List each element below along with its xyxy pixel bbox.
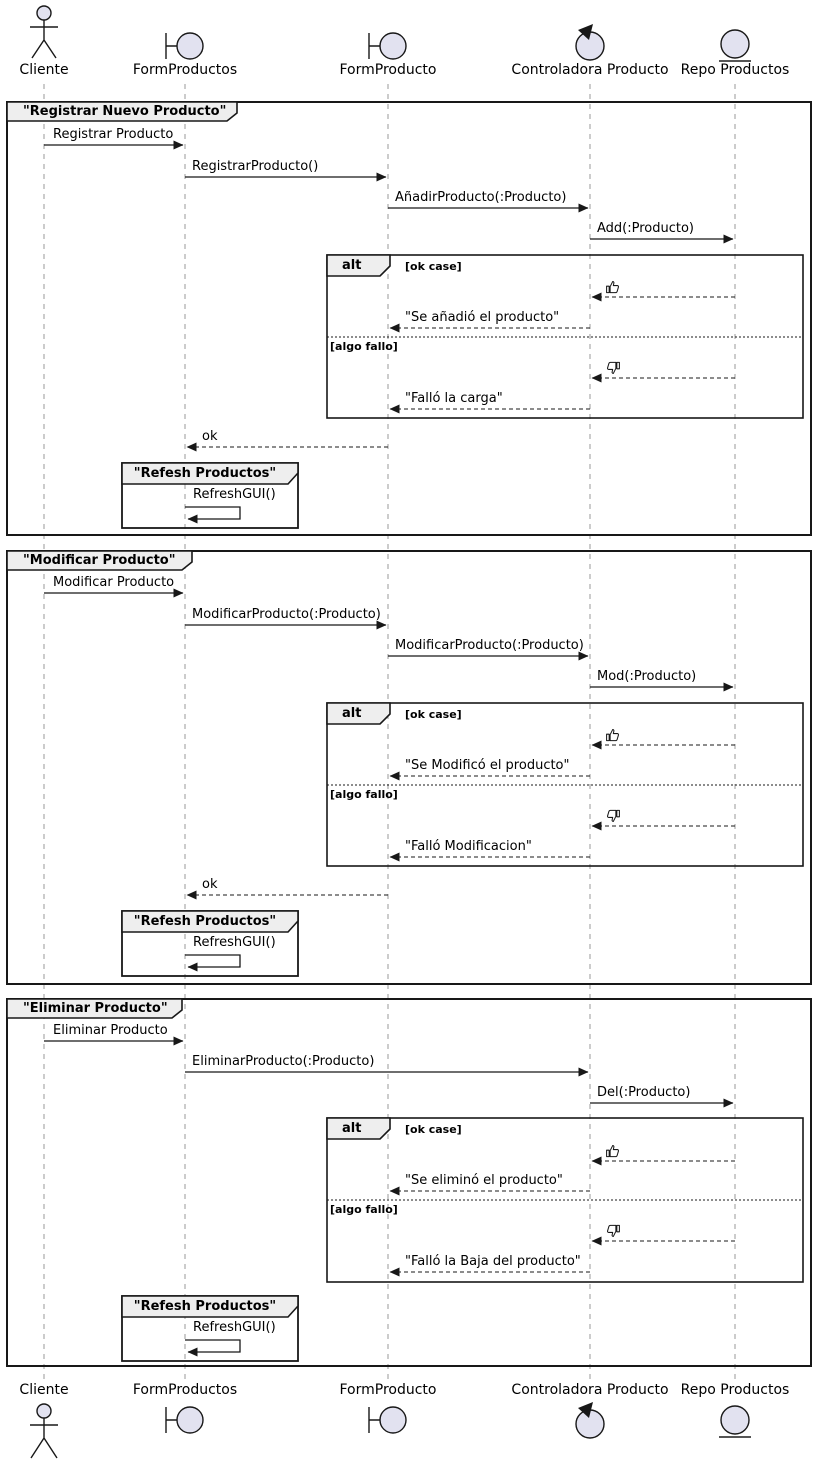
message-label: ModificarProducto(:Producto) [192, 607, 381, 622]
entity-icon [719, 1405, 751, 1438]
thumbs-down-icon [606, 361, 620, 374]
participant-label-formproducto: FormProducto [339, 1382, 437, 1398]
message-label: Eliminar Producto [53, 1023, 168, 1038]
participant-label-formproducto: FormProducto [339, 62, 437, 78]
reply-arrows [389, 1156, 735, 1196]
reply-arrows [186, 373, 735, 452]
participant-label-cliente: Cliente [19, 62, 69, 78]
refresh-frame-title: "Refesh Productos" [133, 466, 277, 481]
thumbs-down-icon [606, 809, 620, 822]
message-label: Modificar Producto [53, 575, 175, 590]
self-message-label: RefreshGUI() [193, 1320, 276, 1335]
participant-label-controladora: Controladora Producto [511, 62, 669, 78]
lifelines [43, 84, 736, 1381]
message-label: Del(:Producto) [597, 1085, 691, 1100]
alt-operator-tab [326, 1117, 391, 1140]
guard-label: [algo fallo] [330, 788, 398, 801]
boundary-icon [368, 1406, 407, 1434]
alt-operator-label: alt [342, 706, 362, 721]
refresh-title-tab [121, 910, 299, 933]
participant-label-repo: Repo Productos [680, 1382, 790, 1398]
actor-icon [30, 1403, 58, 1459]
frame-modificar [6, 550, 812, 985]
reply-label: "Se añadió el producto" [405, 310, 560, 325]
reply-arrows [186, 821, 735, 900]
message-label: RegistrarProducto() [192, 159, 319, 174]
reply-label: "Se eliminó el producto" [405, 1173, 563, 1188]
self-message-arrow [185, 954, 241, 972]
thumbs-up-icon [606, 1145, 620, 1158]
boundary-icon [165, 1406, 204, 1434]
alt-operator-label: alt [342, 1121, 362, 1136]
message-label: ModificarProducto(:Producto) [395, 638, 584, 653]
participant-label-formproductos: FormProductos [132, 62, 238, 78]
reply-label: "Falló la carga" [405, 391, 503, 406]
participant-label-cliente: Cliente [19, 1382, 69, 1398]
message-label: Add(:Producto) [597, 221, 695, 236]
thumbs-up-icon [606, 729, 620, 742]
reply-arrows [389, 740, 735, 781]
message-label: EliminarProducto(:Producto) [192, 1054, 375, 1069]
boundary-icon [165, 32, 204, 60]
frame-title: "Eliminar Producto" [23, 1001, 168, 1016]
guard-label: [ok case] [405, 260, 462, 273]
refresh-title-tab [121, 462, 299, 485]
alt-operator-tab [326, 254, 391, 277]
reply-label: "Falló la Baja del producto" [405, 1254, 581, 1269]
participant-label-formproductos: FormProductos [132, 1382, 238, 1398]
reply-arrows [389, 1236, 735, 1277]
message-arrows [44, 140, 734, 244]
alt-operator-tab [326, 702, 391, 725]
entity-icon [719, 29, 751, 62]
frame-title-tab [6, 550, 193, 571]
participant-label-repo: Repo Productos [680, 62, 790, 78]
frame-title: "Modificar Producto" [23, 553, 176, 568]
frame-title: "Registrar Nuevo Producto" [23, 104, 227, 119]
guard-label: [algo fallo] [330, 340, 398, 353]
message-arrows [44, 1036, 734, 1108]
control-icon [575, 24, 605, 61]
frame-title-tab [6, 998, 183, 1019]
participant-label-controladora: Controladora Producto [511, 1382, 669, 1398]
reply-label: ok [202, 877, 218, 892]
self-message-arrow [185, 506, 241, 524]
frame-registrar [6, 101, 812, 536]
self-message-arrow [185, 1339, 241, 1357]
reply-arrows [389, 292, 735, 333]
guard-label: [algo fallo] [330, 1203, 398, 1216]
thumbs-up-icon [606, 281, 620, 294]
refresh-frame-title: "Refesh Productos" [133, 914, 277, 929]
control-icon [575, 1402, 605, 1439]
frame-eliminar [6, 998, 812, 1367]
thumbs-down-icon [606, 1224, 620, 1237]
message-label: AñadirProducto(:Producto) [395, 190, 567, 205]
guard-label: [ok case] [405, 708, 462, 721]
self-message-label: RefreshGUI() [193, 935, 276, 950]
message-label: Registrar Producto [53, 127, 174, 142]
alt-operator-label: alt [342, 258, 362, 273]
actor-icon [30, 5, 58, 59]
reply-label: "Se Modificó el producto" [405, 758, 570, 773]
refresh-title-tab [121, 1295, 299, 1318]
frame-title-tab [6, 101, 238, 122]
message-arrows [44, 588, 734, 692]
boundary-icon [368, 32, 407, 60]
message-label: Mod(:Producto) [597, 669, 697, 684]
refresh-frame-title: "Refesh Productos" [133, 1299, 277, 1314]
reply-label: ok [202, 429, 218, 444]
guard-label: [ok case] [405, 1123, 462, 1136]
self-message-label: RefreshGUI() [193, 487, 276, 502]
reply-label: "Falló Modificacion" [405, 839, 532, 854]
